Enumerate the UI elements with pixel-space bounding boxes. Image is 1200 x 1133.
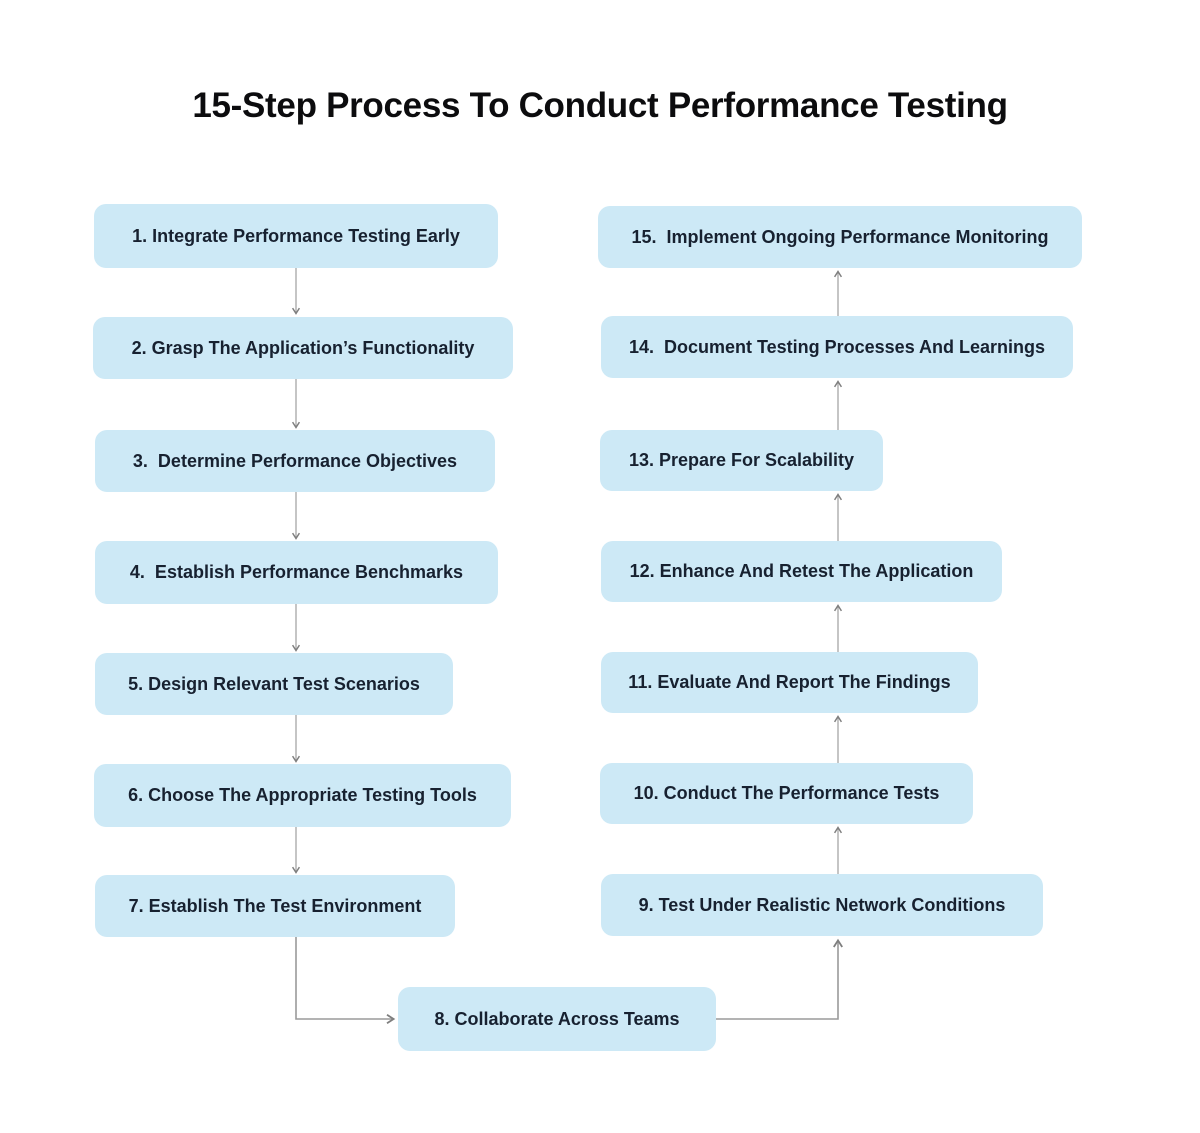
step-box-12: 12. Enhance And Retest The Application xyxy=(601,541,1002,602)
step-box-11: 11. Evaluate And Report The Findings xyxy=(601,652,978,713)
step-box-9: 9. Test Under Realistic Network Conditio… xyxy=(601,874,1043,936)
step-box-15: 15. Implement Ongoing Performance Monito… xyxy=(598,206,1082,268)
step-box-7: 7. Establish The Test Environment xyxy=(95,875,455,937)
step-box-3: 3. Determine Performance Objectives xyxy=(95,430,495,492)
arrow-step7-to-step8 xyxy=(295,937,396,1024)
step-box-14: 14. Document Testing Processes And Learn… xyxy=(601,316,1073,378)
arrow-step8-to-step9 xyxy=(716,938,843,1020)
step-box-2: 2. Grasp The Application’s Functionality xyxy=(93,317,513,379)
step-box-13: 13. Prepare For Scalability xyxy=(600,430,883,491)
step-box-1: 1. Integrate Performance Testing Early xyxy=(94,204,498,268)
step-box-8: 8. Collaborate Across Teams xyxy=(398,987,716,1051)
page-title: 15-Step Process To Conduct Performance T… xyxy=(192,86,1008,125)
step-box-10: 10. Conduct The Performance Tests xyxy=(600,763,973,824)
step-box-4: 4. Establish Performance Benchmarks xyxy=(95,541,498,604)
step-box-5: 5. Design Relevant Test Scenarios xyxy=(95,653,453,715)
step-box-6: 6. Choose The Appropriate Testing Tools xyxy=(94,764,511,827)
